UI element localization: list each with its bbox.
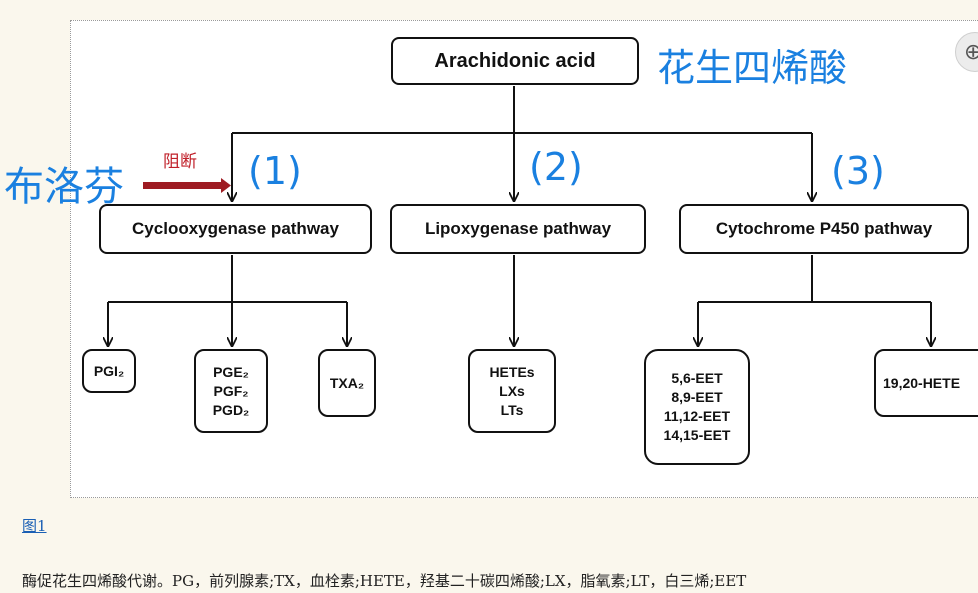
- zoom-in-icon[interactable]: ⊕: [955, 32, 978, 72]
- pathway-number-3: (3): [831, 149, 885, 193]
- pg-group-box: PGE₂ PGF₂ PGD₂: [194, 349, 268, 433]
- lxs-label: LXs: [499, 382, 525, 399]
- txa2-label: TXA₂: [329, 374, 365, 391]
- eet-8-9-label: 8,9-EET: [671, 389, 723, 405]
- pgi2-label: PGI₂: [93, 362, 125, 379]
- cyclooxygenase-pathway-label: Cyclooxygenase pathway: [132, 219, 339, 238]
- root-box: Arachidonic acid: [391, 37, 639, 85]
- pathway-number-1: (1): [248, 149, 302, 193]
- pgd2-label: PGD₂: [212, 401, 250, 418]
- drug-label: 布洛芬: [4, 164, 124, 210]
- pathway-number-2: (2): [529, 145, 583, 189]
- cytochrome-p450-pathway-label: Cytochrome P450 pathway: [715, 219, 933, 238]
- figure-caption: 酶促花生四烯酸代谢。PG，前列腺素;TX，血栓素;HETE，羟基二十碳四烯酸;L…: [22, 572, 747, 590]
- eet-box: 5,6-EET 8,9-EET 11,12-EET 14,15-EET: [644, 349, 750, 465]
- block-label: 阻断: [163, 152, 197, 172]
- txa2-box: TXA₂: [318, 349, 376, 417]
- lipoxygenase-pathway-box: Lipoxygenase pathway: [390, 204, 646, 254]
- eet-14-15-label: 14,15-EET: [663, 427, 731, 443]
- eet-5-6-label: 5,6-EET: [671, 370, 723, 386]
- pgi2-box: PGI₂: [82, 349, 136, 393]
- lipoxygenase-pathway-label: Lipoxygenase pathway: [424, 219, 612, 238]
- eet-11-12-label: 11,12-EET: [663, 408, 731, 424]
- pathway-connectors: [71, 86, 978, 497]
- hete-label: 19,20-HETE: [883, 374, 961, 391]
- root-cn-label: 花生四烯酸: [657, 46, 848, 90]
- pgf2-label: PGF₂: [213, 382, 249, 399]
- pge2-label: PGE₂: [213, 363, 249, 380]
- cytochrome-p450-pathway-box: Cytochrome P450 pathway: [679, 204, 969, 254]
- root-label: Arachidonic acid: [434, 49, 596, 72]
- hete-box: 19,20-HETE: [874, 349, 978, 417]
- hetes-label: HETEs: [489, 363, 535, 380]
- block-arrow: [143, 178, 231, 193]
- cyclooxygenase-pathway-box: Cyclooxygenase pathway: [99, 204, 372, 254]
- lts-label: LTs: [500, 401, 524, 418]
- figure-frame: Arachidonic acid 花生四烯酸 阻断 (1) (2) (3) Cy…: [70, 20, 978, 498]
- lox-products-box: HETEs LXs LTs: [468, 349, 556, 433]
- figure-link[interactable]: 图1: [22, 517, 47, 535]
